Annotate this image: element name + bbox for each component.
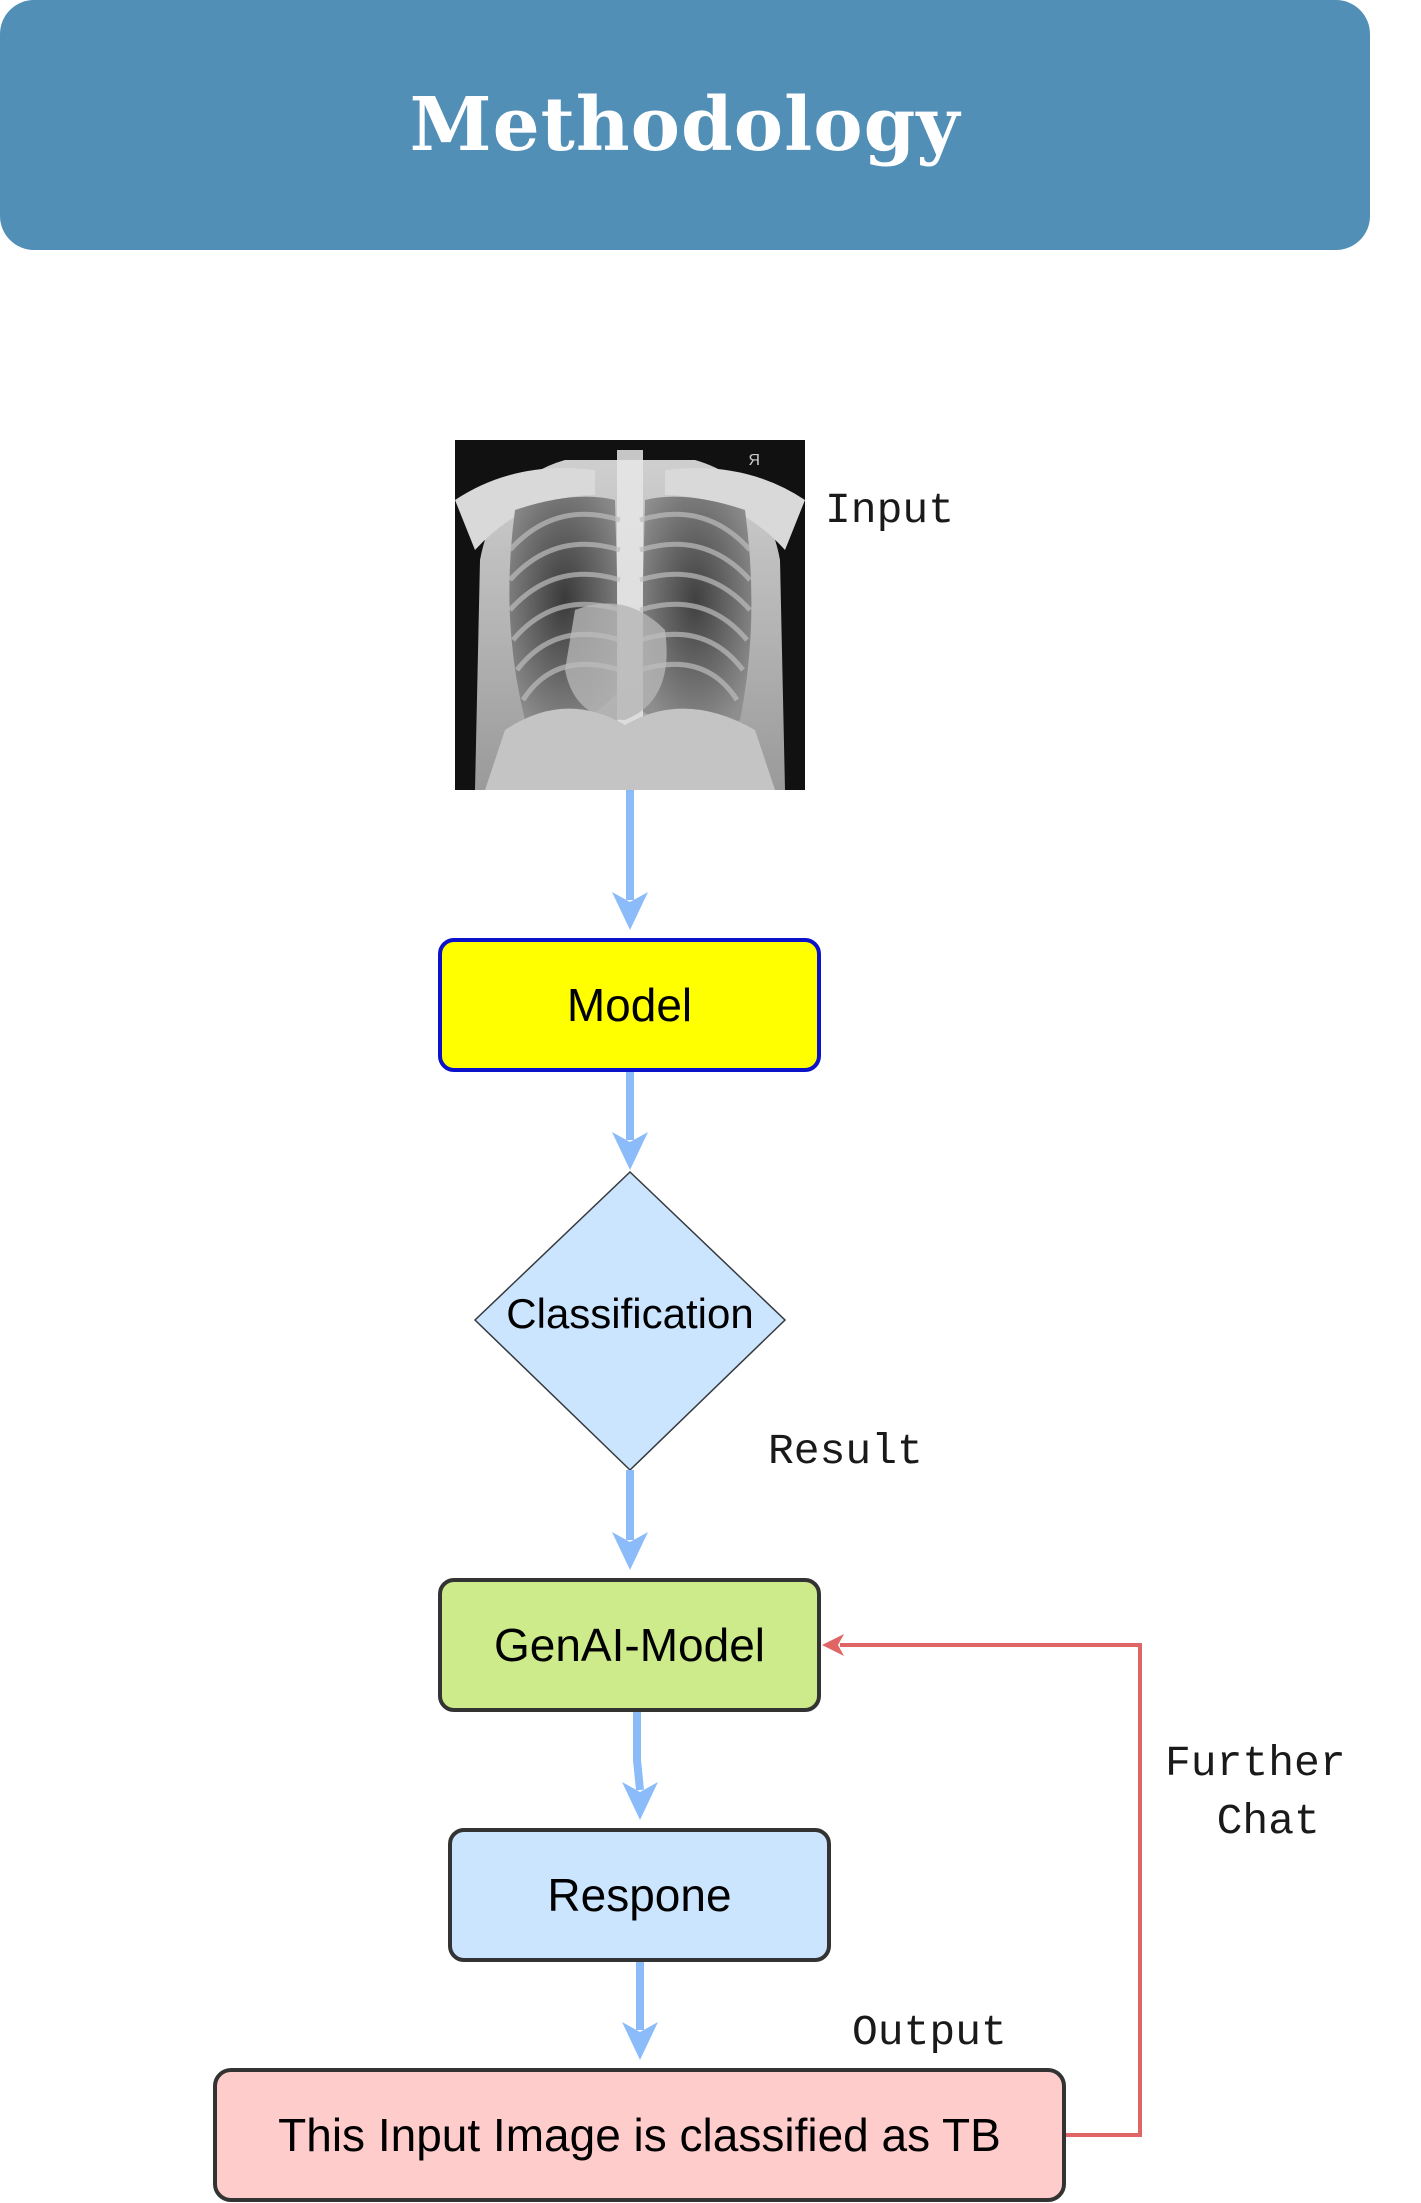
arrow-response-to-output xyxy=(622,1962,658,2060)
classification-node: Classification xyxy=(506,1290,754,1337)
chest-xray-image: R xyxy=(455,440,805,790)
output-label: Output xyxy=(852,2008,1007,2057)
arrow-classification-to-genai xyxy=(612,1470,648,1570)
result-label: Result xyxy=(768,1427,923,1476)
header-banner: Methodology xyxy=(0,0,1370,250)
model-node: Model xyxy=(438,938,821,1072)
arrow-input-to-model xyxy=(612,790,648,930)
input-label: Input xyxy=(825,486,955,535)
arrow-model-to-classification xyxy=(612,1072,648,1170)
response-node: Respone xyxy=(448,1828,831,1962)
further-chat-label: Further Chat xyxy=(1165,1739,1346,1846)
arrow-further-chat-loop xyxy=(822,1634,1142,2137)
arrow-genai-to-response xyxy=(622,1712,658,1820)
genai-model-node: GenAI-Model xyxy=(438,1578,821,1712)
xray-marker: R xyxy=(748,452,760,469)
output-node: This Input Image is classified as TB xyxy=(213,2068,1066,2202)
page-title: Methodology xyxy=(409,82,961,168)
